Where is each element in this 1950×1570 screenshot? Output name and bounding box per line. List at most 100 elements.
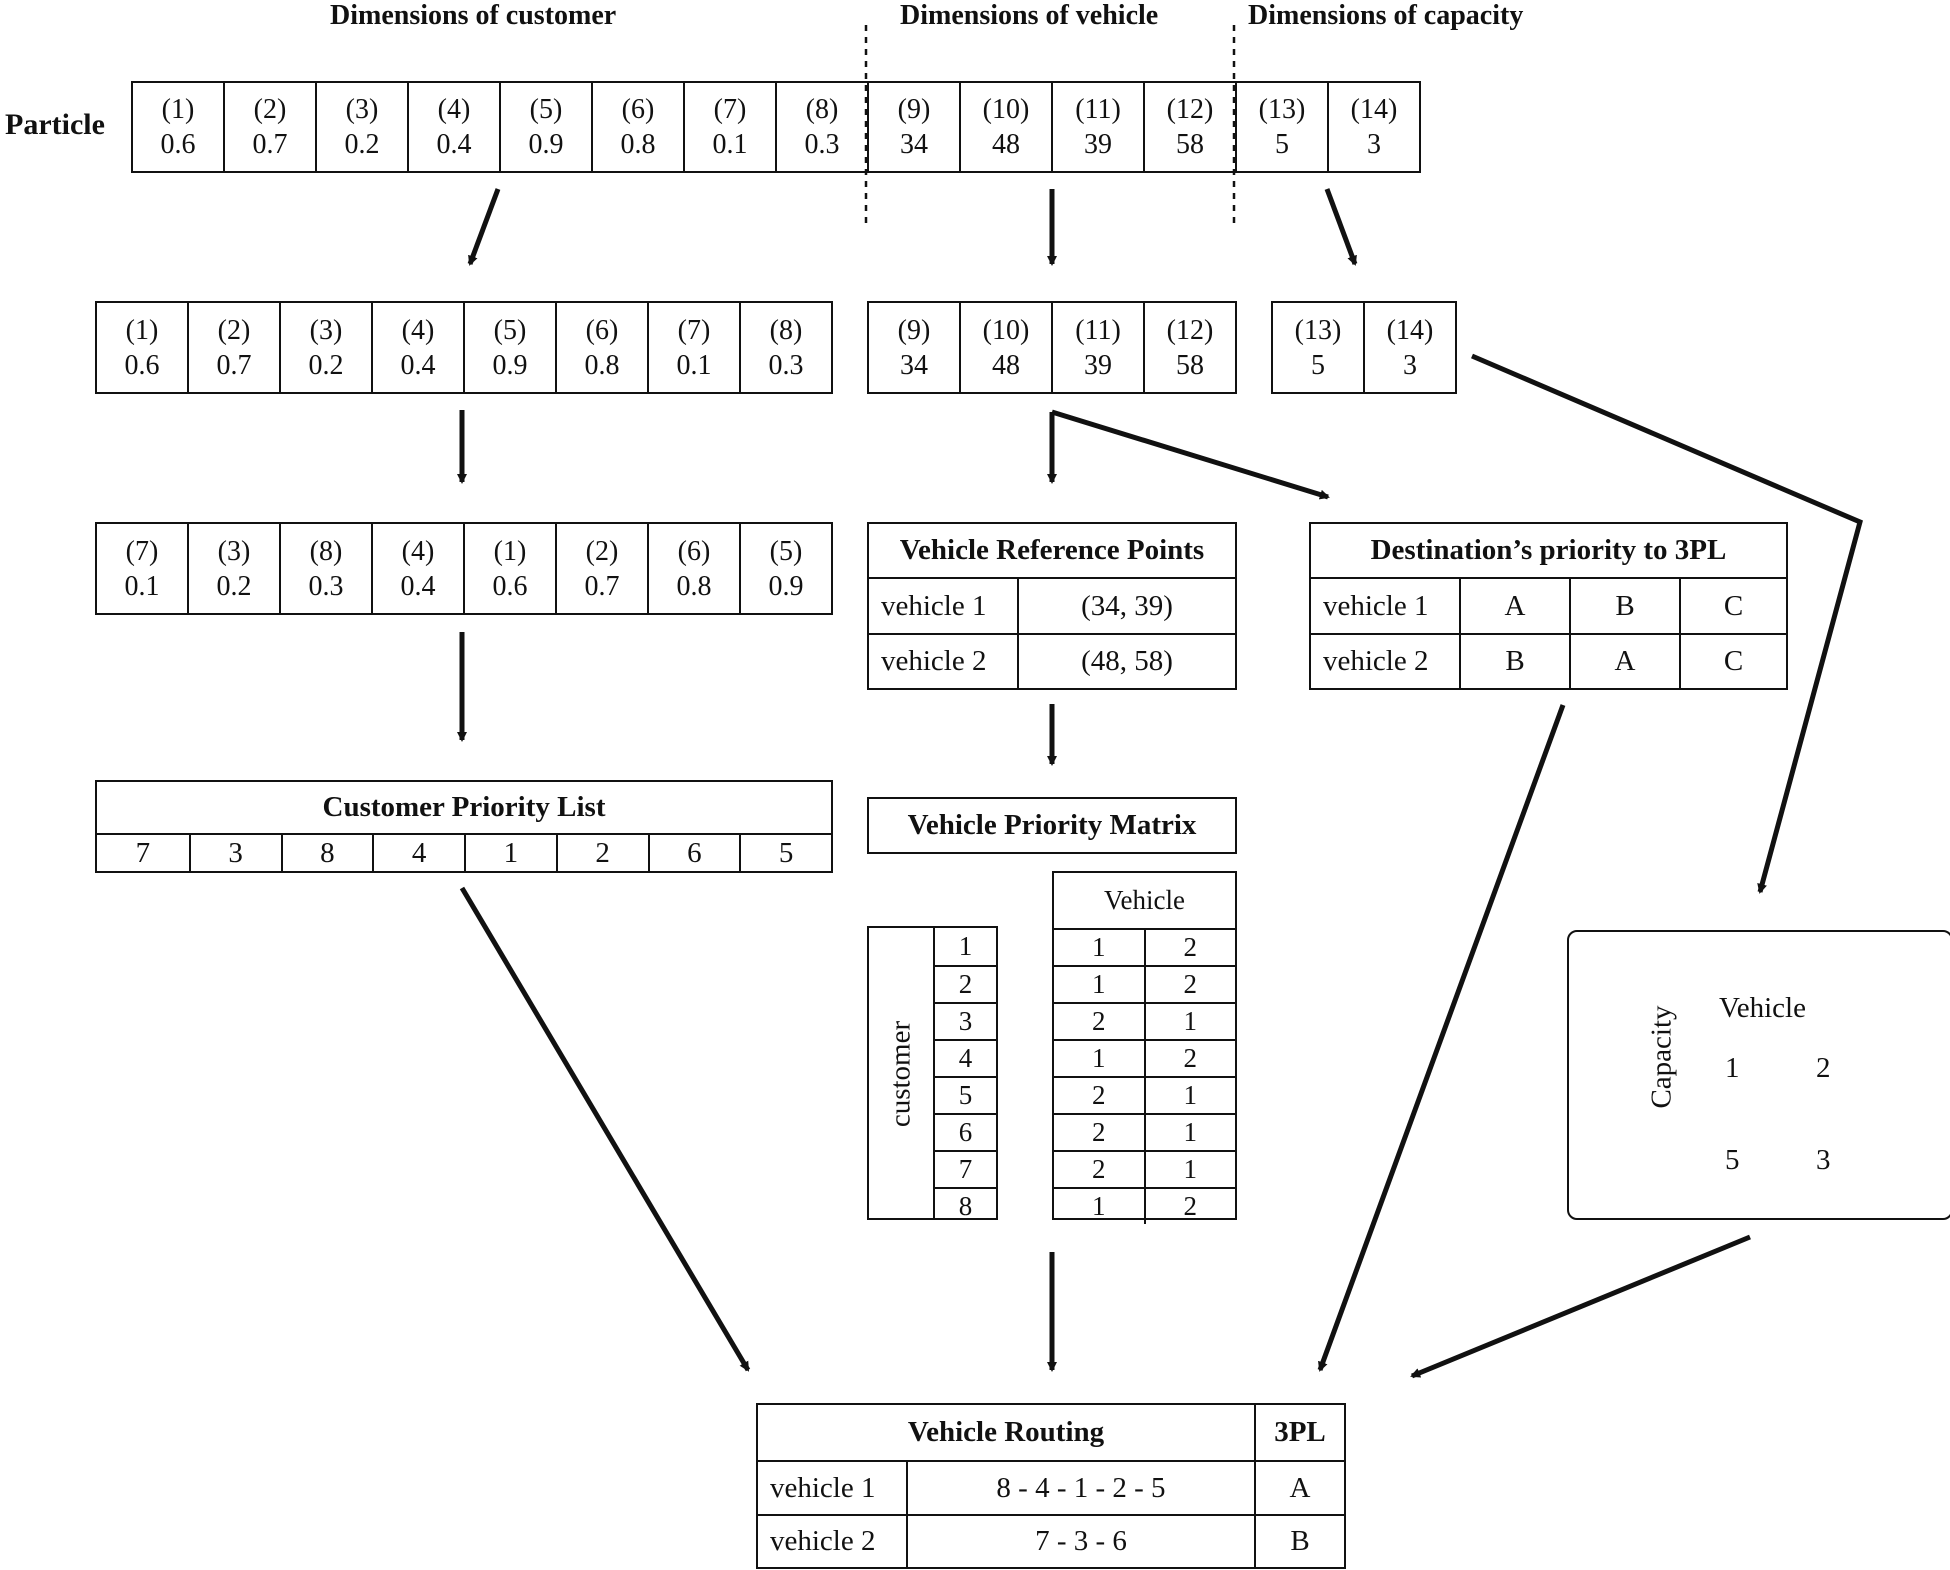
capacity-value-2: 3	[1816, 1144, 1831, 1176]
vehicle-dims-row: (9)34 (10)48 (11)39 (12)58	[867, 301, 1237, 394]
priority-value: 7	[135, 836, 151, 869]
matrix-cell: 1	[1143, 1115, 1236, 1150]
priority-value: 8	[280, 835, 373, 871]
matrix-cell: 2	[1092, 1006, 1106, 1036]
particle-cell: (3)0.2	[315, 81, 409, 173]
dp-priority: C	[1679, 579, 1786, 633]
sorted-customer-cell: (5)0.9	[739, 522, 833, 615]
customer-dim-cell: (4)0.4	[371, 301, 465, 394]
arrow-particle-to-capacity	[1324, 188, 1358, 266]
customer-number: 1	[958, 931, 973, 961]
dp-priority: B	[1459, 635, 1569, 688]
customer-dim-cell: (8)0.3	[739, 301, 833, 394]
header-vehicle: Dimensions of vehicle	[900, 0, 1159, 31]
matrix-cell: 1	[1143, 1152, 1236, 1187]
customer-number: 3	[958, 1006, 973, 1036]
particle-cell: (6)0.8	[591, 81, 685, 173]
particle-cell: (9)34	[867, 81, 961, 173]
capacity-vehicle-1: 1	[1725, 1052, 1740, 1084]
arrow-destination-to-routing	[1317, 704, 1566, 1372]
capacity-dim-cell: (13)5	[1271, 301, 1365, 394]
dp-priority: A	[1459, 579, 1569, 633]
matrix-cell: 1	[1092, 1191, 1106, 1221]
vrp-vehicle: vehicle 1	[881, 589, 987, 622]
priority-value: 2	[555, 835, 648, 871]
particle-cell: (14)3	[1327, 81, 1421, 173]
customer-dim-cell: (2)0.7	[187, 301, 281, 394]
sorted-customers-row: (7)0.1 (3)0.2 (8)0.3 (4)0.4 (1)0.6 (2)0.…	[95, 522, 833, 615]
customer-number: 7	[958, 1154, 973, 1184]
customer-number: 5	[958, 1080, 973, 1110]
priority-value: 4	[372, 835, 464, 871]
arrow-list-to-routing	[459, 886, 751, 1372]
particle-cell: (7)0.1	[683, 81, 777, 173]
arrow-vehicle-to-destination	[1051, 409, 1330, 500]
capacity-value-1: 5	[1725, 1144, 1740, 1176]
sorted-customer-cell: (4)0.4	[371, 522, 465, 615]
destination-priority-title: Destination’s priority to 3PL	[1311, 524, 1786, 579]
capacity-box: Vehicle Capacity 1 2 5 3	[1567, 930, 1950, 1220]
header-customer: Dimensions of customer	[330, 0, 617, 31]
customer-dim-cell: (3)0.2	[279, 301, 373, 394]
matrix-cell: 2	[1143, 967, 1236, 1002]
routing-tpl: B	[1254, 1516, 1344, 1567]
arrow-particle-to-customer	[467, 188, 501, 266]
vrp-point: (34, 39)	[1017, 579, 1235, 633]
priority-value: 5	[739, 835, 831, 871]
capacity-axis-label: Capacity	[1645, 1005, 1678, 1109]
particle-cell: (2)0.7	[223, 81, 317, 173]
matrix-cell: 2	[1143, 1041, 1236, 1076]
vehicle-dim-cell: (11)39	[1051, 301, 1145, 394]
vehicle-column-header: Vehicle	[1104, 885, 1185, 915]
matrix-cell: 2	[1143, 930, 1236, 965]
sorted-customer-cell: (6)0.8	[647, 522, 741, 615]
matrix-cell: 1	[1143, 1004, 1236, 1039]
particle-cell: (12)58	[1143, 81, 1237, 173]
dp-priority: B	[1569, 579, 1679, 633]
routing-tpl: A	[1254, 1462, 1344, 1514]
vehicle-routing-title: Vehicle Routing	[907, 1416, 1105, 1448]
vrp-point: (48, 58)	[1017, 635, 1235, 688]
particle-cell: (11)39	[1051, 81, 1145, 173]
matrix-cell: 1	[1143, 1078, 1236, 1113]
dp-vehicle: vehicle 2	[1323, 645, 1429, 677]
dp-priority: A	[1569, 635, 1679, 688]
particle-cell: (10)48	[959, 81, 1053, 173]
customer-axis-label: customer	[884, 1020, 917, 1128]
capacity-vehicle-label: Vehicle	[1719, 992, 1806, 1024]
customer-dim-cell: (5)0.9	[463, 301, 557, 394]
matrix-cell: 2	[1092, 1117, 1106, 1147]
customer-priority-list-title: Customer Priority List	[97, 782, 831, 835]
particle-cell: (5)0.9	[499, 81, 593, 173]
routing-vehicle: vehicle 1	[770, 1471, 876, 1504]
priority-value: 6	[647, 835, 740, 871]
priority-value: 3	[188, 835, 281, 871]
customer-number: 4	[958, 1043, 973, 1073]
customer-priority-list: Customer Priority List 7 3 8 4 1 2 6 5	[95, 780, 833, 873]
dp-priority: C	[1679, 635, 1786, 688]
sorted-customer-cell: (2)0.7	[555, 522, 649, 615]
routing-vehicle: vehicle 2	[770, 1525, 876, 1557]
particle-cell: (4)0.4	[407, 81, 501, 173]
vehicle-dim-cell: (10)48	[959, 301, 1053, 394]
vehicle-routing-table: Vehicle Routing 3PL vehicle 1 8 - 4 - 1 …	[756, 1403, 1346, 1569]
particle-row: (1)0.6 (2)0.7 (3)0.2 (4)0.4 (5)0.9 (6)0.…	[131, 81, 1421, 173]
header-capacity: Dimensions of capacity	[1248, 0, 1524, 31]
customer-dim-cell: (7)0.1	[647, 301, 741, 394]
customer-dim-cell: (6)0.8	[555, 301, 649, 394]
vrp-vehicle: vehicle 2	[881, 645, 987, 677]
vehicle-priority-matrix-title: Vehicle Priority Matrix	[867, 797, 1237, 854]
particle-cell: (1)0.6	[131, 81, 225, 173]
particle-label: Particle	[5, 108, 105, 141]
matrix-cell: 1	[1092, 932, 1106, 962]
particle-cell: (13)5	[1235, 81, 1329, 173]
routing-route: 7 - 3 - 6	[906, 1516, 1254, 1567]
vehicle-reference-points-title: Vehicle Reference Points	[869, 524, 1235, 579]
vehicle-reference-points: Vehicle Reference Points vehicle 1 (34, …	[867, 522, 1237, 690]
matrix-cell: 1	[1092, 969, 1106, 999]
capacity-dim-cell: (14)3	[1363, 301, 1457, 394]
sorted-customer-cell: (1)0.6	[463, 522, 557, 615]
sorted-customer-cell: (7)0.1	[95, 522, 189, 615]
customer-axis-box: customer	[867, 926, 935, 1220]
